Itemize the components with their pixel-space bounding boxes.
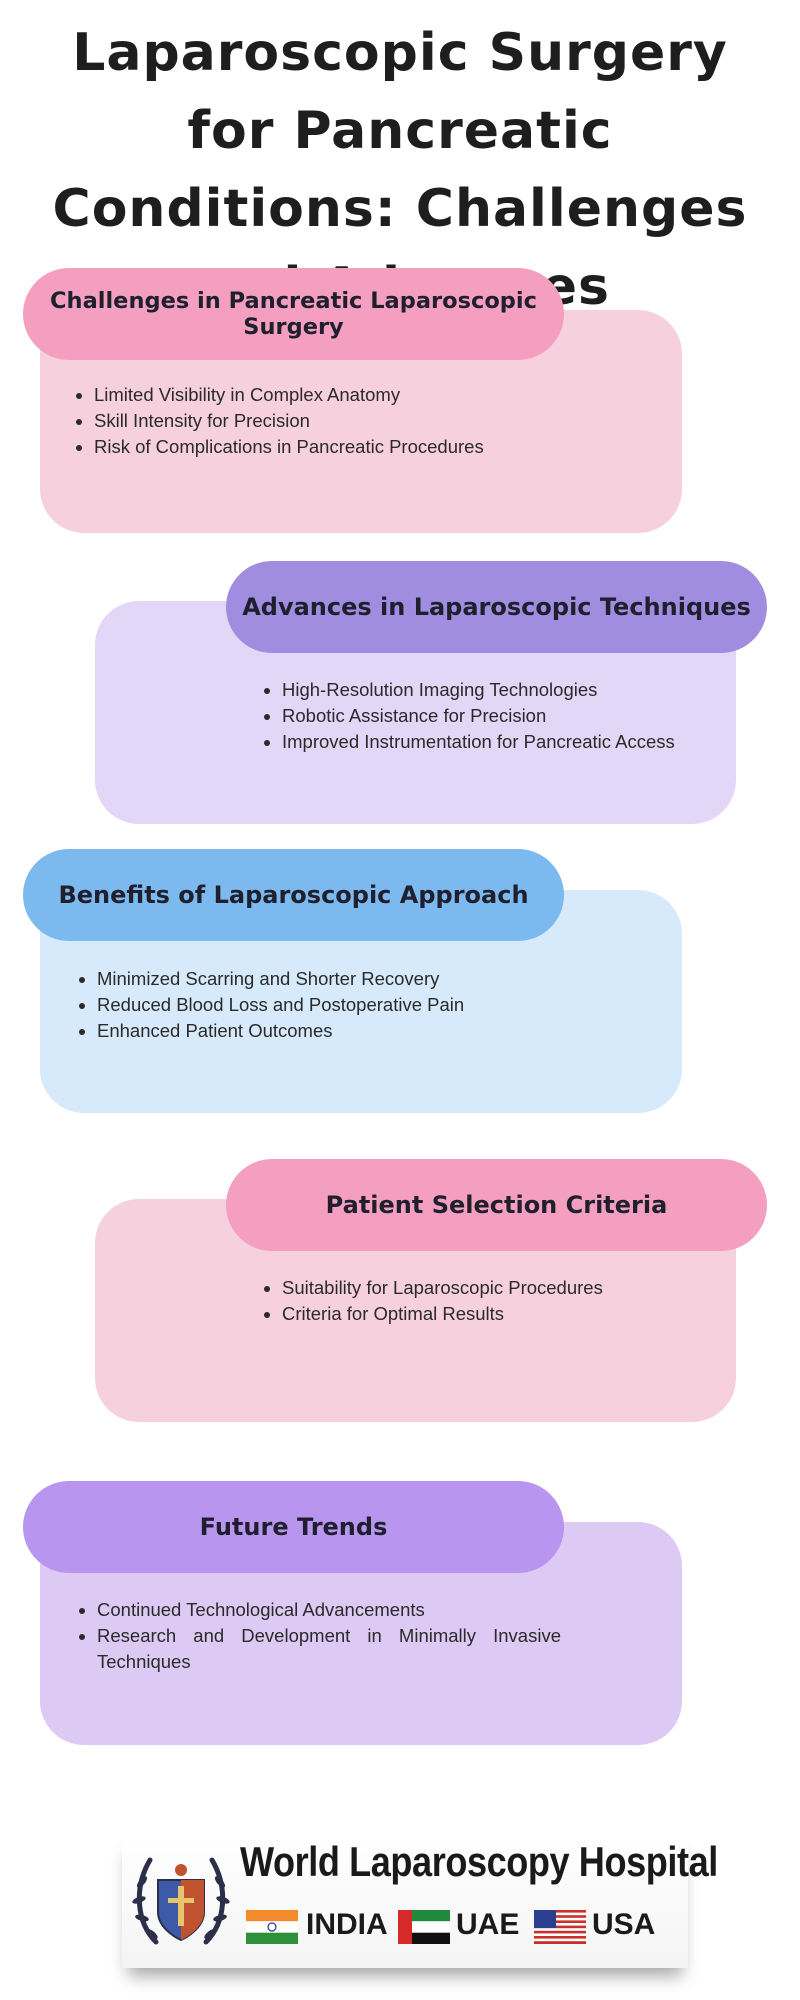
list-item: Minimized Scarring and Shorter Recovery [97,966,657,992]
challenges-list: Limited Visibility in Complex Anatomy Sk… [72,382,654,460]
future-trends-list: Continued Technological Advancements Res… [75,1597,561,1675]
list-item: Research and Development in Minimally In… [97,1623,561,1675]
benefits-list: Minimized Scarring and Shorter Recovery … [75,966,657,1044]
laurel-emblem-icon [132,1857,230,1945]
benefits-heading: Benefits of Laparoscopic Approach [23,849,564,941]
india-flag-icon [246,1910,298,1944]
list-item: High-Resolution Imaging Technologies [282,677,742,703]
advances-heading: Advances in Laparoscopic Techniques [226,561,767,653]
page-title: Laparoscopic Surgery for Pancreatic Cond… [52,23,748,317]
patient-selection-list: Suitability for Laparoscopic Procedures … [260,1275,742,1327]
list-item: Criteria for Optimal Results [282,1301,742,1327]
challenges-heading: Challenges in Pancreatic Laparoscopic Su… [23,268,564,360]
uae-flag-icon [398,1910,450,1944]
country-usa: USA [592,1908,656,1941]
list-item: Robotic Assistance for Precision [282,703,742,729]
list-item: Suitability for Laparoscopic Procedures [282,1275,742,1301]
future-trends-heading: Future Trends [23,1481,564,1573]
list-item: Skill Intensity for Precision [94,408,654,434]
list-item: Continued Technological Advancements [97,1597,561,1623]
usa-flag-icon [534,1910,586,1944]
patient-selection-heading: Patient Selection Criteria [226,1159,767,1251]
hospital-logo: World Laparoscopy Hospital INDIA UAE USA [122,1834,718,1968]
list-item: Improved Instrumentation for Pancreatic … [282,729,742,755]
country-uae: UAE [456,1908,520,1941]
advances-list: High-Resolution Imaging Technologies Rob… [260,677,742,755]
list-item: Limited Visibility in Complex Anatomy [94,382,654,408]
list-item: Enhanced Patient Outcomes [97,1018,657,1044]
list-item: Reduced Blood Loss and Postoperative Pai… [97,992,657,1018]
list-item: Risk of Complications in Pancreatic Proc… [94,434,654,460]
country-india: INDIA [306,1908,388,1941]
hospital-name: World Laparoscopy Hospital [240,1838,718,1885]
